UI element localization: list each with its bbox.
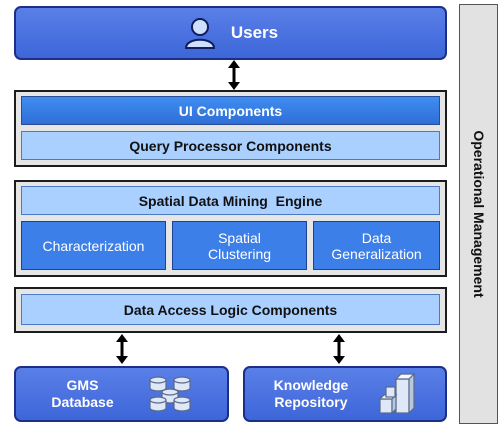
users-box: Users bbox=[14, 6, 447, 60]
gms-database-line2: Database bbox=[51, 394, 114, 410]
arrow-users-ui bbox=[228, 60, 240, 90]
arrow-access-gms bbox=[116, 334, 128, 364]
knowledge-repository-label: Knowledge Repository bbox=[274, 377, 349, 411]
spatial-clustering-line2: Clustering bbox=[207, 245, 272, 262]
knowledge-repository-box: Knowledge Repository bbox=[243, 366, 447, 422]
knowledge-repository-line2: Repository bbox=[274, 394, 348, 410]
characterization-cell: Characterization bbox=[21, 221, 166, 270]
gms-database-line1: GMS bbox=[66, 377, 99, 393]
query-processor-bar: Query Processor Components bbox=[21, 131, 440, 160]
data-generalization-line2: Generalization bbox=[331, 245, 422, 262]
spatial-clustering-cell: Spatial Clustering bbox=[172, 221, 307, 270]
gms-database-label: GMS Database bbox=[51, 377, 113, 411]
operational-management-panel: Operational Management bbox=[459, 4, 498, 424]
knowledge-repository-line1: Knowledge bbox=[273, 377, 349, 393]
data-generalization-cell: Data Generalization bbox=[313, 221, 440, 270]
gms-database-box: GMS Database bbox=[14, 366, 229, 422]
user-icon bbox=[184, 18, 215, 49]
ui-components-bar: UI Components bbox=[21, 96, 440, 125]
users-label: Users bbox=[230, 23, 279, 42]
spatial-clustering-line1: Spatial bbox=[218, 229, 261, 246]
data-access-bar: Data Access Logic Components bbox=[21, 294, 440, 325]
characterization-label: Characterization bbox=[42, 237, 145, 254]
data-generalization-line1: Data bbox=[361, 229, 392, 246]
database-icon bbox=[149, 376, 191, 412]
mining-engine-bar: Spatial Data Mining Engine bbox=[21, 186, 440, 215]
cubes-icon bbox=[378, 373, 416, 415]
operational-management-label: Operational Management bbox=[470, 130, 487, 298]
arrow-access-knowledge bbox=[333, 334, 345, 364]
